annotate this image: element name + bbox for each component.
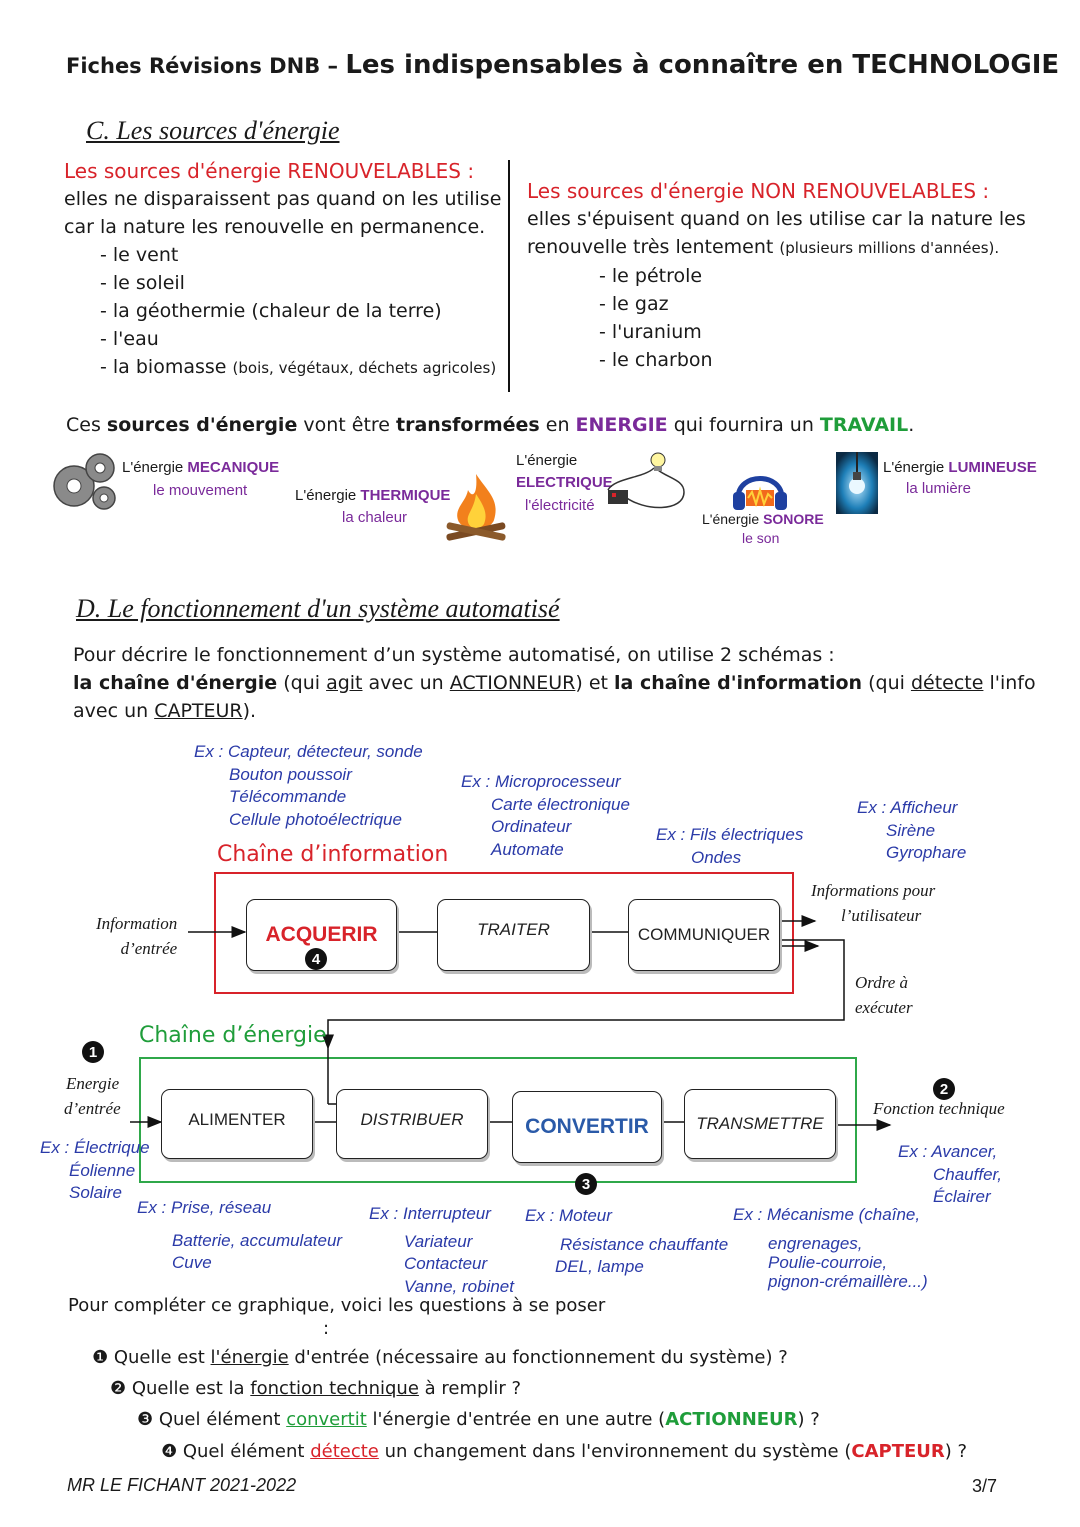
energy-electrique-pre: L'énergie	[516, 452, 578, 469]
energy-lumineuse-sub: la lumière	[906, 480, 972, 497]
renewable-item: - l'eau	[100, 328, 159, 350]
examples-traiter: Ex : Microprocesseur Carte électronique …	[461, 772, 630, 859]
column-divider	[508, 160, 510, 392]
question-2: ❷ Quelle est la fonction technique à rem…	[110, 1378, 522, 1399]
gears-icon	[53, 453, 116, 510]
nonrenewable-line2: renouvelle très lentement (plusieurs mil…	[527, 236, 1000, 258]
section-d-title: D. Le fonctionnement d'un système automa…	[76, 594, 560, 623]
number-4-badge: 4	[305, 948, 327, 970]
section-d-intro: Pour décrire le fonctionnement d’un syst…	[73, 644, 1036, 722]
energy-thermique-sub: la chaleur	[342, 509, 408, 526]
page-header: Fiches Révisions DNB – Les indispensable…	[66, 50, 1059, 80]
examples-function: Ex : Avancer, Chauffer, Éclairer	[898, 1142, 1002, 1206]
info-chain-label: Chaîne d’information	[217, 842, 449, 867]
question-3: ❸ Quel élément convertit l'énergie d'ent…	[137, 1409, 820, 1430]
page-number: 3/7	[972, 1476, 998, 1496]
bullet-4-icon: ❹	[161, 1441, 183, 1462]
box-communiquer: COMMUNIQUER	[628, 899, 780, 971]
energy-electrique: ELECTRIQUE	[516, 474, 613, 491]
renewable-block: Les sources d'énergie RENOUVELABLES : el…	[64, 157, 501, 382]
nonrenewable-item: - le pétrole	[599, 265, 703, 287]
transformation-sentence: Ces sources d'énergie vont être transfor…	[66, 414, 915, 436]
examples-alimenter: Ex : Prise, réseau Batterie, accumulateu…	[137, 1198, 343, 1272]
energy-sonore: L'énergie SONORE	[702, 511, 824, 527]
headphones-icon	[733, 476, 787, 510]
section-c-title: C. Les sources d'énergie	[86, 116, 340, 145]
renewable-item: - le vent	[100, 244, 179, 266]
renewable-line2: car la nature les renouvelle en permanen…	[64, 216, 486, 238]
header-title: Les indispensables à connaître en TECHNO…	[345, 50, 1060, 80]
function-label: Fonction technique	[873, 1099, 1005, 1118]
light-bulb-icon	[836, 452, 878, 514]
examples-distribuer: Ex : Interrupteur Variateur Contacteur V…	[369, 1204, 514, 1296]
energy-thermique: L'énergie THERMIQUE	[295, 487, 451, 504]
nonrenewable-heading: Les sources d'énergie NON RENOUVELABLES …	[527, 179, 990, 203]
bullet-1-icon: ❶	[92, 1347, 114, 1368]
header-prefix: Fiches Révisions DNB –	[66, 54, 346, 78]
questions-intro: Pour compléter ce graphique, voici les q…	[68, 1295, 606, 1316]
examples-user-output: Ex : Afficheur Sirène Gyrophare	[857, 798, 967, 862]
renewable-item: - la biomasse (bois, végétaux, déchets a…	[100, 356, 497, 378]
energy-mecanique: L'énergie MECANIQUE	[122, 459, 280, 476]
nonrenewable-item: - l'uranium	[599, 321, 702, 343]
bullet-2-icon: ❷	[110, 1378, 132, 1399]
nonrenewable-note: (plusieurs millions d'années).	[779, 239, 1000, 257]
fire-icon	[446, 474, 506, 541]
box-transmettre: TRANSMETTRE	[684, 1089, 836, 1159]
nonrenewable-line1: elles s'épuisent quand on les utilise ca…	[527, 208, 1026, 230]
renewable-heading: Les sources d'énergie RENOUVELABLES :	[64, 159, 475, 183]
examples-transmettre: Ex : Mécanisme (chaîne, engrenages, Poul…	[733, 1205, 928, 1291]
energy-lumineuse: L'énergie LUMINEUSE	[883, 459, 1037, 476]
question-4: ❹ Quel élément détecte un changement dan…	[161, 1441, 968, 1462]
footer-author: MR LE FICHANT 2021-2022	[67, 1475, 297, 1495]
box-alimenter: ALIMENTER	[161, 1089, 313, 1159]
number-1-badge: 1	[82, 1041, 104, 1063]
questions-colon: :	[323, 1318, 330, 1339]
energy-chain-label: Chaîne d’énergie	[139, 1023, 327, 1048]
energy-mecanique-sub: le mouvement	[153, 482, 248, 499]
box-distribuer: DISTRIBUER	[336, 1089, 488, 1159]
energy-sonore-sub: le son	[742, 530, 780, 546]
examples-convertir: Ex : Moteur Résistance chauffante DEL, l…	[525, 1206, 729, 1276]
number-3-badge: 3	[575, 1173, 597, 1195]
examples-acquerir: Ex : Capteur, détecteur, sonde Bouton po…	[194, 742, 423, 829]
nonrenewable-item: - le charbon	[599, 349, 713, 371]
electric-circuit-icon	[607, 452, 685, 509]
renewable-item: - la géothermie (chaleur de la terre)	[100, 300, 442, 322]
renewable-line1: elles ne disparaissent pas quand on les …	[64, 188, 502, 210]
box-traiter: TRAITER	[437, 899, 590, 971]
bullet-3-icon: ❸	[137, 1409, 159, 1430]
question-1: ❶ Quelle est l'énergie d'entrée (nécessa…	[92, 1347, 788, 1368]
box-convertir: CONVERTIR	[512, 1091, 662, 1163]
number-2-badge: 2	[933, 1078, 955, 1100]
renewable-item: - le soleil	[100, 272, 185, 294]
energy-electrique-sub: l'électricité	[525, 497, 595, 514]
examples-communiquer: Ex : Fils électriques Ondes	[656, 825, 804, 867]
biomasse-note: (bois, végétaux, déchets agricoles)	[232, 359, 497, 377]
nonrenewable-block: Les sources d'énergie NON RENOUVELABLES …	[527, 177, 1026, 374]
nonrenewable-item: - le gaz	[599, 293, 669, 315]
examples-energy-input: Ex : Électrique Éolienne Solaire	[40, 1138, 150, 1202]
